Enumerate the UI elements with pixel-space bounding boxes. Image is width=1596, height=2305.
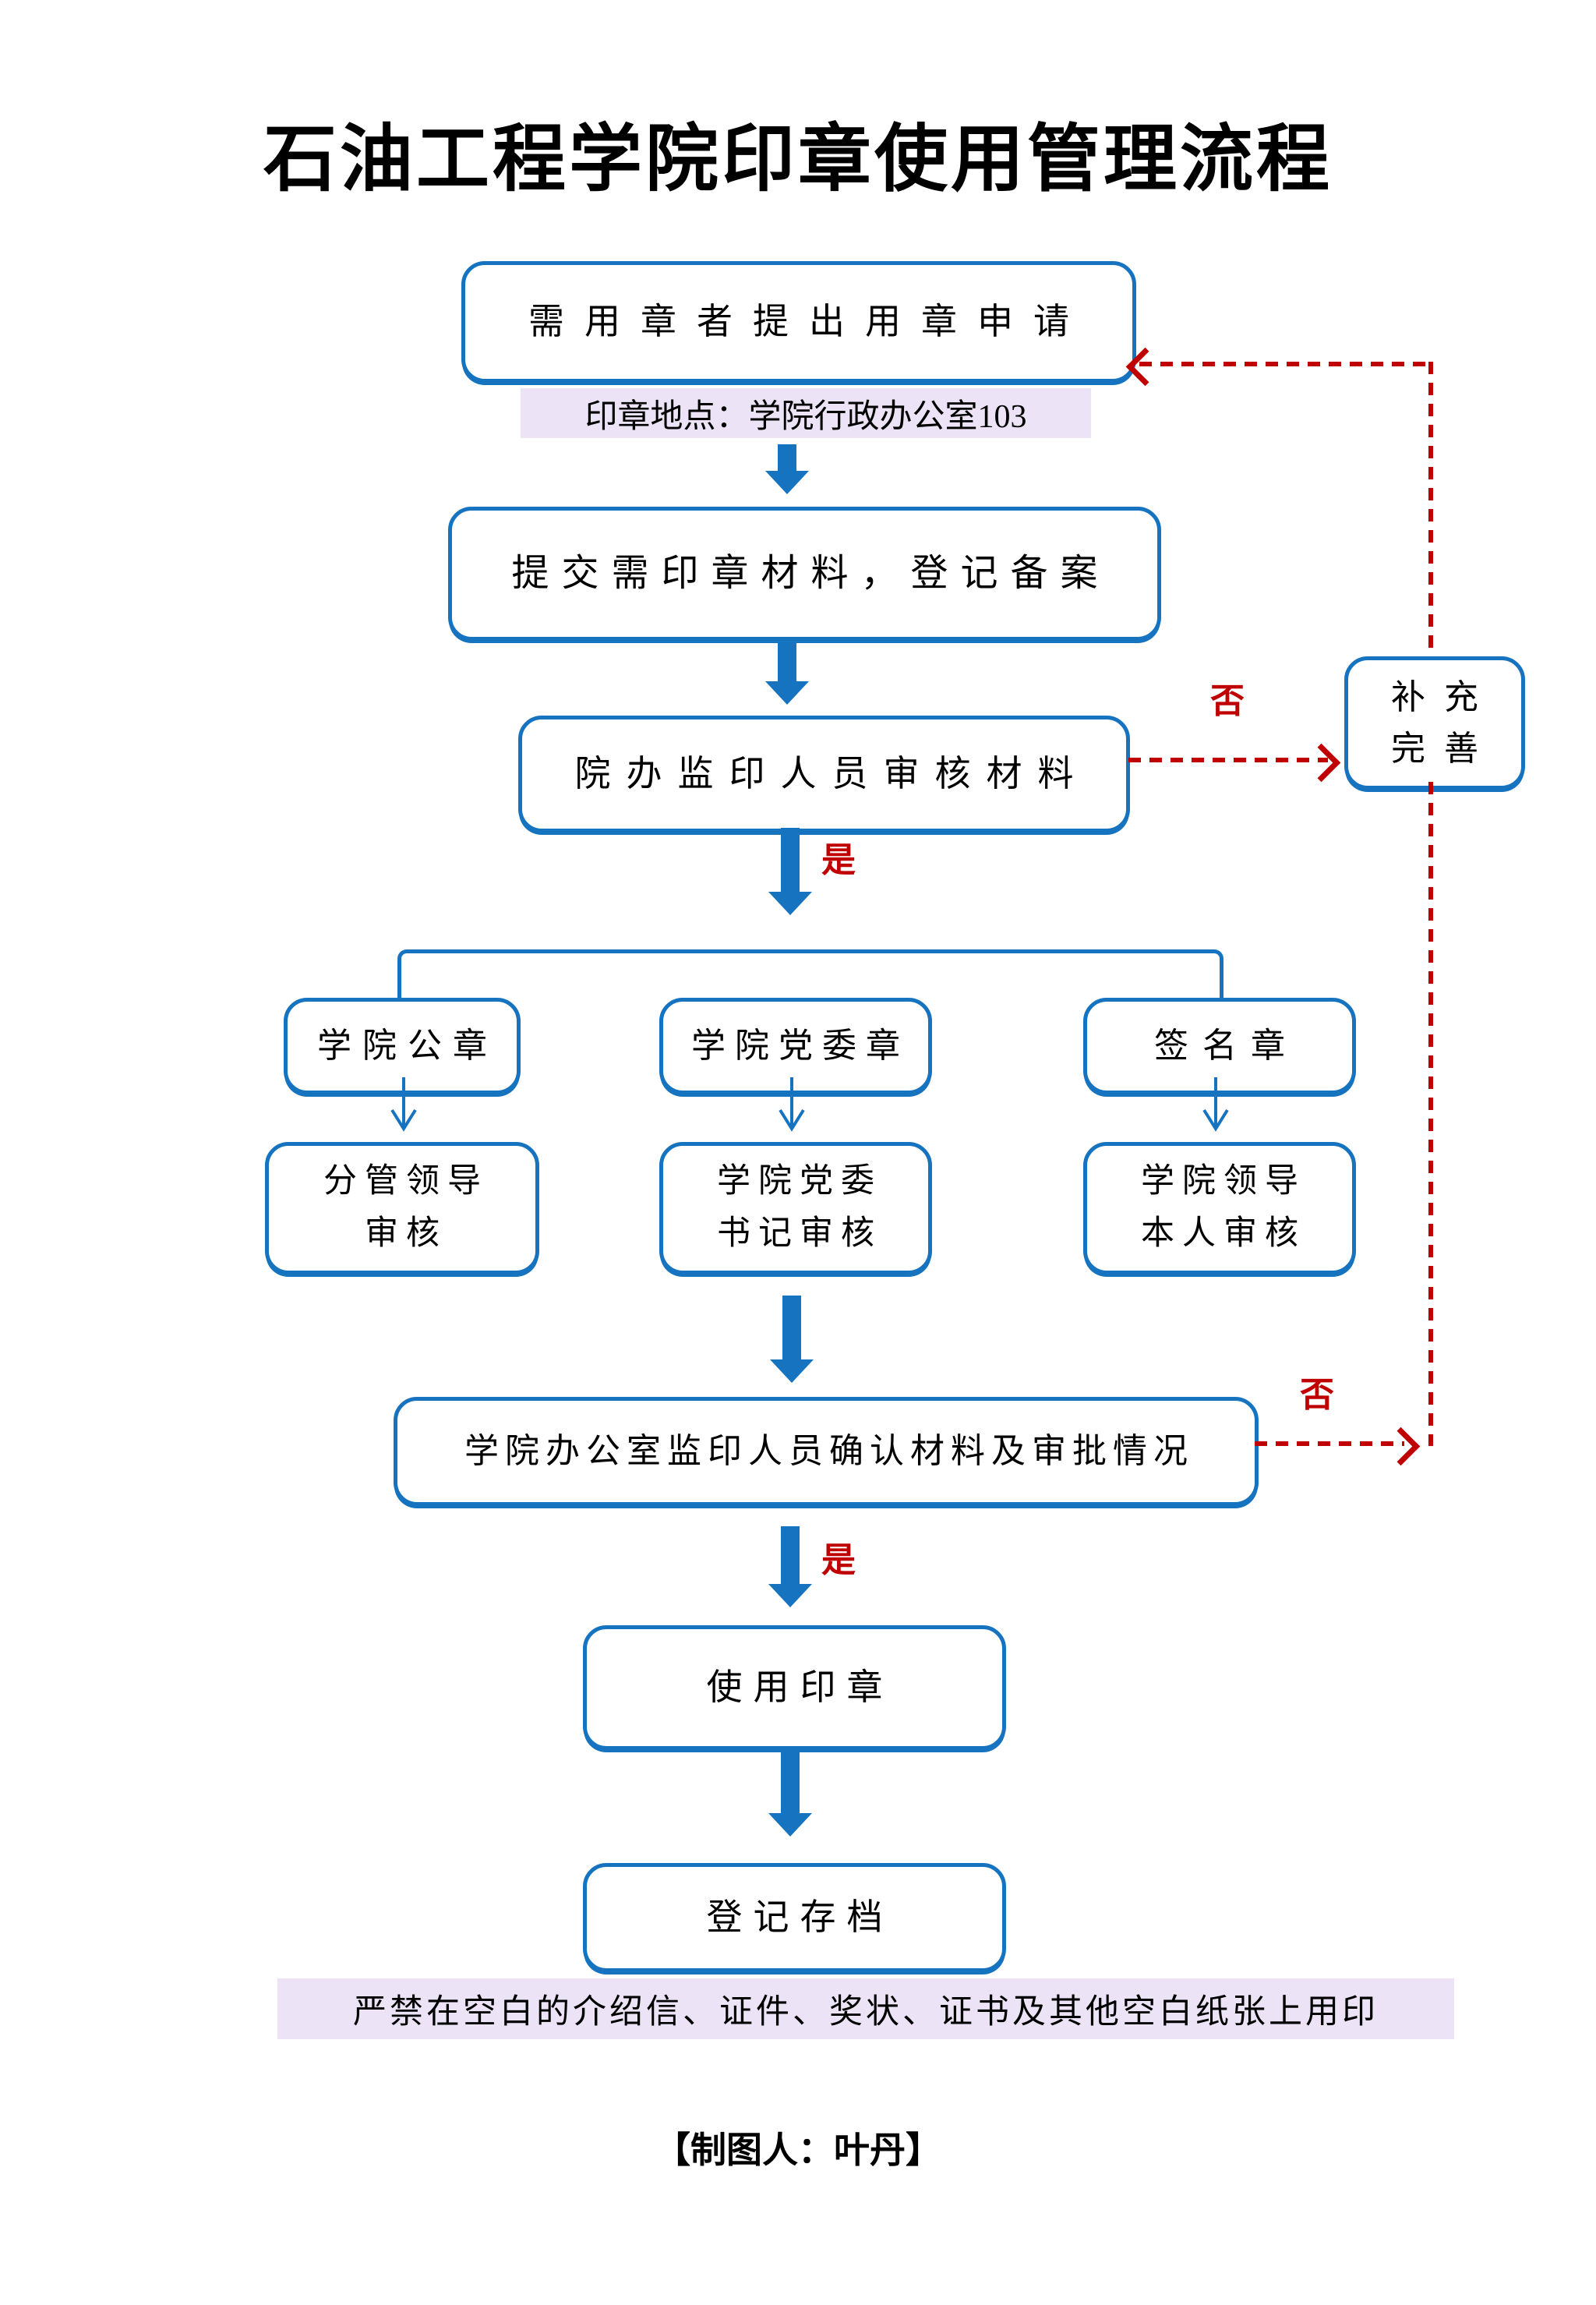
return-line-horizontal [1139,362,1433,366]
arrow-shaft [782,1296,801,1359]
page-title: 石油工程学院印章使用管理流程 [263,118,1333,200]
branch-seal-box-2: 学院党委章 [659,998,932,1094]
node-supplement-line2: 完善 [1391,729,1497,768]
node-submit: 提交需印章材料，登记备案 [448,507,1161,641]
arrow-head [768,892,812,915]
branch-reviewer-1-line2: 审核 [365,1215,447,1252]
arrow-down-yes-icon [768,828,812,915]
node-supplement: 补充 完善 [1344,656,1525,790]
branch-reviewer-3-line1: 学院领导 [1141,1163,1306,1200]
branch-reviewer-1-line1: 分管领导 [323,1163,489,1200]
arrow-head [768,1584,812,1607]
no-label-2: 否 [1300,1376,1334,1414]
node-apply: 需用章者提出用章申请 [461,261,1136,383]
node-supplement-line1: 补充 [1391,677,1497,716]
arrow-shaft [781,828,800,892]
node-archive: 登记存档 [583,1863,1006,1972]
node-confirm-label: 学院办公室监印人员确认材料及审批情况 [464,1432,1194,1471]
branch-seal-label-3: 签名章 [1154,1027,1299,1066]
node-use-seal-label: 使用印章 [706,1667,894,1707]
thin-arrow-down-icon [390,1077,417,1132]
thin-arrow-down-icon [779,1077,805,1132]
node-confirm: 学院办公室监印人员确认材料及审批情况 [394,1397,1259,1506]
branch-reviewer-box-1: 分管领导 审核 [265,1142,539,1274]
credit-line: 【制图人：叶丹】 [655,2130,941,2170]
arrow-head [765,681,809,705]
node-submit-label: 提交需印章材料，登记备案 [511,553,1110,595]
branch-reviewer-2-line2: 书记审核 [717,1215,882,1252]
arrow-down-icon [768,1752,812,1837]
branch-seal-box-3: 签名章 [1083,998,1356,1094]
arrow-shaft [781,1526,800,1584]
no-dashed-line-2 [1255,1441,1404,1446]
warning-banner: 严禁在空白的介绍信、证件、奖状、证书及其他空白纸张上用印 [277,1978,1454,2039]
node-archive-label: 登记存档 [706,1897,894,1937]
thin-arrow-down-icon [1202,1077,1229,1132]
branch-connector [397,949,1223,1000]
arrow-head [765,471,809,494]
node-office-review-label: 院办监印人员审核材料 [574,753,1089,794]
location-note-banner: 印章地点：学院行政办公室103 [521,388,1091,438]
warning-label: 严禁在空白的介绍信、证件、奖状、证书及其他空白纸张上用印 [353,1994,1379,2031]
branch-seal-label-2: 学院党委章 [691,1027,909,1066]
arrow-shaft [781,1752,800,1813]
return-line-vertical-bottom [1428,782,1433,1446]
node-use-seal: 使用印章 [583,1625,1006,1750]
no-arrowhead-right-icon [1381,1426,1421,1466]
arrow-shaft [778,641,796,681]
yes-label-1: 是 [821,841,856,879]
return-line-vertical-top [1428,362,1433,656]
node-apply-label: 需用章者提出用章申请 [528,301,1089,341]
arrow-down-icon [765,641,809,705]
no-label-1: 否 [1210,682,1245,720]
branch-reviewer-box-3: 学院领导 本人审核 [1083,1142,1356,1274]
arrow-head [770,1359,814,1383]
arrow-head [768,1813,812,1837]
location-note-label: 印章地点：学院行政办公室103 [584,398,1027,435]
yes-label-2: 是 [821,1541,856,1579]
arrow-down-yes-icon [768,1526,812,1607]
branch-seal-label-1: 学院公章 [317,1027,498,1066]
no-arrowhead-right-icon [1301,743,1341,783]
branch-reviewer-2-line1: 学院党委 [717,1163,882,1200]
branch-reviewer-3-line2: 本人审核 [1141,1215,1306,1252]
arrow-down-icon [765,444,809,494]
no-dashed-line-1 [1128,758,1328,762]
branch-reviewer-box-2: 学院党委 书记审核 [659,1142,932,1274]
arrow-down-icon [770,1296,814,1383]
node-office-review: 院办监印人员审核材料 [518,716,1130,833]
arrow-shaft [778,444,796,471]
